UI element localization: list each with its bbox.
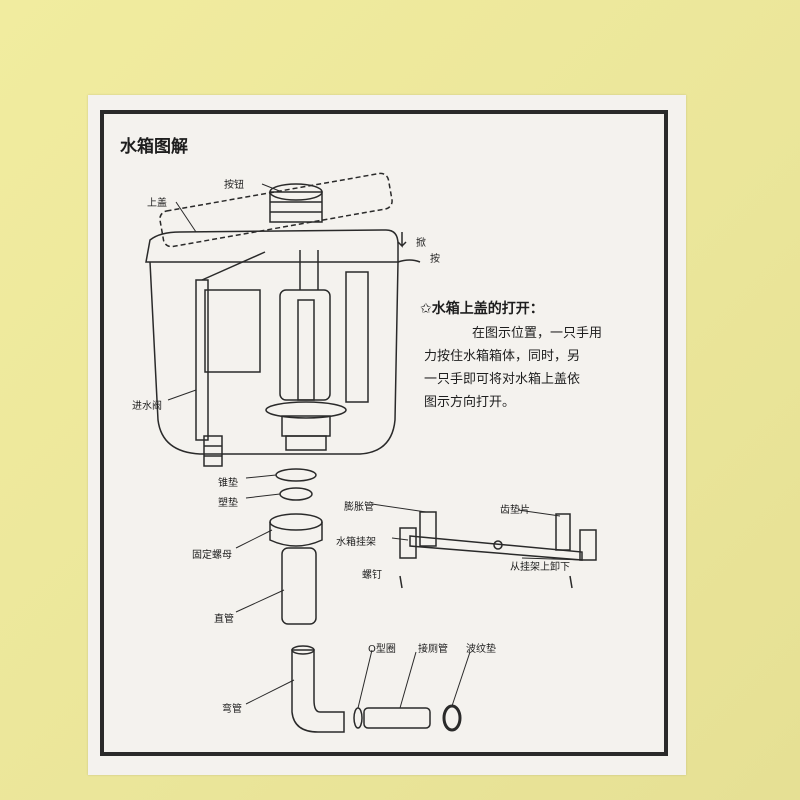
label-lift: 掀: [416, 238, 426, 249]
diagram-title: 水箱图解: [120, 137, 188, 157]
toilet-pipe: [363, 707, 431, 729]
flush-valve-column: [279, 289, 331, 401]
note-line: 图示方向打开。: [424, 395, 516, 410]
label-toilet-pipe: 接厕管: [418, 644, 448, 655]
label-tank-bracket: 水箱挂架: [336, 537, 376, 548]
diagram-frame: [100, 110, 668, 756]
bend-pipe: [291, 649, 345, 733]
note-body: 在图示位置，一只手用 力按住水箱箱体，同时，另 一只手即可将对水箱上盖依 图示方…: [424, 322, 646, 414]
label-fixing-nut: 固定螺母: [192, 550, 232, 561]
label-button: 按钮: [224, 180, 244, 191]
corrugated-pad: [442, 704, 462, 732]
label-plastic-gasket: 塑垫: [218, 498, 238, 509]
inlet-valve-stem: [195, 279, 209, 441]
note-line: 力按住水箱箱体，同时，另: [424, 349, 581, 364]
tank-lid: [145, 229, 399, 263]
flush-valve-pipe: [297, 299, 315, 401]
label-inlet-valve: 进水阀: [132, 401, 162, 412]
note-line: 在图示位置，一只手用: [472, 326, 603, 341]
note-line: 一只手即可将对水箱上盖依: [424, 372, 581, 387]
label-screw: 螺钉: [362, 570, 382, 581]
inlet-valve-thread: [203, 435, 223, 467]
note-heading: ✩水箱上盖的打开：: [420, 301, 544, 317]
lid-opened: [159, 172, 393, 248]
label-hang-down: 从挂架上卸下: [510, 562, 570, 573]
tank-bracket-clip-right: [579, 529, 597, 561]
plastic-gasket: [279, 487, 313, 501]
flush-valve-seal: [265, 401, 347, 419]
o-ring: [353, 707, 363, 729]
tank-bracket-clip-left: [399, 527, 417, 559]
straight-pipe: [281, 547, 317, 625]
label-lid: 上盖: [147, 198, 167, 209]
inlet-valve-float: [204, 289, 261, 373]
label-straight-pipe: 直管: [214, 614, 234, 625]
label-expansion-tube: 膨胀管: [344, 502, 374, 513]
label-o-ring: O型圈: [368, 644, 396, 655]
label-cone-gasket: 锥垫: [218, 478, 238, 489]
label-bend-pipe: 弯管: [222, 704, 242, 715]
overflow-tube: [345, 271, 369, 403]
tank-body: [149, 261, 399, 455]
label-toothed-pad: 齿垫片: [500, 505, 530, 516]
label-press: 按: [430, 254, 440, 265]
fixing-nut-top: [269, 513, 323, 531]
button-body: [269, 191, 323, 223]
cone-gasket: [275, 468, 317, 482]
label-corrugated-pad: 波纹垫: [466, 644, 496, 655]
